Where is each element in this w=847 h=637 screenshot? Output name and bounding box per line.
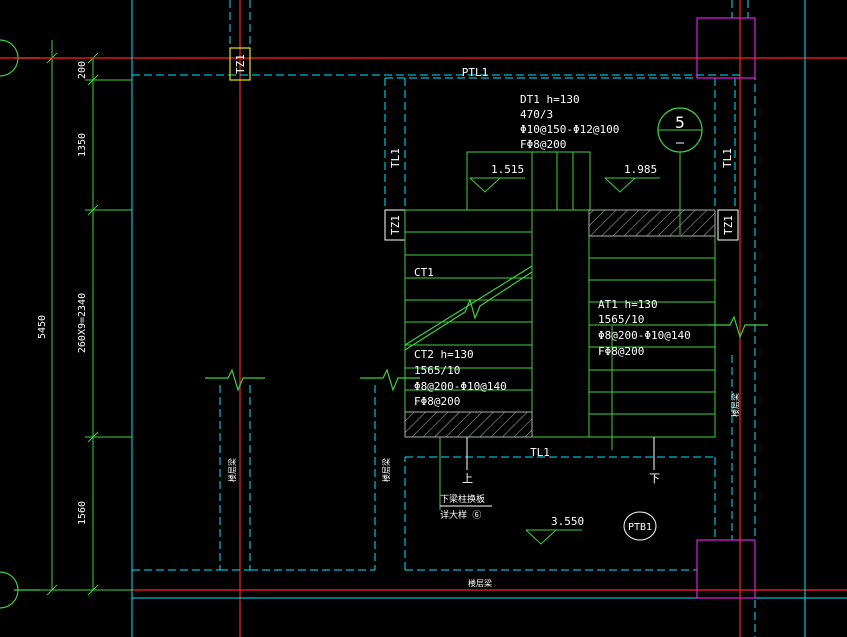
break-symbols xyxy=(205,315,768,392)
leader-lines xyxy=(439,152,681,510)
svg-text:TZ1: TZ1 xyxy=(234,54,247,74)
svg-text:1565/10: 1565/10 xyxy=(598,313,644,326)
callout-ct2: CT2 h=130 1565/10 Φ8@200-Φ10@140 FΦ8@200 xyxy=(414,348,507,408)
label-ptl1: PTL1 xyxy=(462,66,489,79)
svg-text:TZ1: TZ1 xyxy=(389,215,402,235)
svg-text:TZ1: TZ1 xyxy=(722,215,735,235)
svg-text:AT1 h=130: AT1 h=130 xyxy=(598,298,658,311)
direction-arrows xyxy=(466,437,655,470)
label-layer-beam-3: 楼层梁 xyxy=(730,393,740,417)
svg-text:470/3: 470/3 xyxy=(520,108,553,121)
svg-text:5: 5 xyxy=(675,113,685,132)
label-tl1-right: TL1 xyxy=(721,148,734,168)
label-layer-beam-2: 楼层梁 xyxy=(381,458,391,482)
svg-text:详大样 ⑥: 详大样 ⑥ xyxy=(440,509,481,521)
dimension-1560: 1560 xyxy=(77,501,88,525)
svg-text:3.550: 3.550 xyxy=(551,515,584,528)
svg-text:1.985: 1.985 xyxy=(624,163,657,176)
svg-text:CT2 h=130: CT2 h=130 xyxy=(414,348,474,361)
callout-dt1: DT1 h=130 470/3 Φ10@150-Φ12@100 FΦ8@200 xyxy=(520,93,619,151)
magenta-columns xyxy=(696,17,756,599)
svg-text:FΦ8@200: FΦ8@200 xyxy=(520,138,566,151)
label-down: 下 xyxy=(649,472,660,485)
svg-text:1565/10: 1565/10 xyxy=(414,364,460,377)
beam-outlines-dashed xyxy=(132,0,756,637)
label-up: 上 xyxy=(462,472,473,485)
label-layer-beam-4: 楼层梁 xyxy=(468,578,492,588)
stair-landing xyxy=(404,151,716,438)
hatch-bottom-left xyxy=(404,411,533,438)
svg-text:Φ8@200-Φ10@140: Φ8@200-Φ10@140 xyxy=(598,329,691,342)
svg-text:FΦ8@200: FΦ8@200 xyxy=(414,395,460,408)
dimension-200: 200 xyxy=(77,61,88,79)
stair-enclosure xyxy=(384,77,736,210)
axis-bubbles xyxy=(0,39,40,609)
column-tz1-top: TZ1 xyxy=(229,47,251,81)
callout-at1: AT1 h=130 1565/10 Φ8@200-Φ10@140 FΦ8@200 xyxy=(598,298,691,358)
label-tl1-bottom: TL1 xyxy=(530,446,550,459)
dimension-5450: 5450 xyxy=(37,315,48,339)
dimension-1350: 1350 xyxy=(77,133,88,157)
elevation-3550: 3.550 xyxy=(525,515,584,545)
column-tz1-right: TZ1 xyxy=(717,209,739,241)
section-mark: 5 xyxy=(657,107,703,153)
column-tz1-left: TZ1 xyxy=(384,209,406,241)
label-layer-beam-1: 楼层梁 xyxy=(227,458,237,482)
svg-text:Φ8@200-Φ10@140: Φ8@200-Φ10@140 xyxy=(414,380,507,393)
elevation-1985: 1.985 xyxy=(604,163,660,193)
label-tl1-left: TL1 xyxy=(389,148,402,168)
dimension-2340: 260X9=2340 xyxy=(77,293,88,353)
label-ct1: CT1 xyxy=(414,266,434,279)
svg-text:Φ10@150-Φ12@100: Φ10@150-Φ12@100 xyxy=(520,123,619,136)
svg-text:下梁柱换板: 下梁柱换板 xyxy=(440,493,485,505)
hatch-top-right xyxy=(588,209,716,237)
svg-text:DT1 h=130: DT1 h=130 xyxy=(520,93,580,106)
svg-text:PTB1: PTB1 xyxy=(628,522,652,533)
svg-text:FΦ8@200: FΦ8@200 xyxy=(598,345,644,358)
stair-treads-left xyxy=(405,231,532,413)
label-ptb1: PTB1 xyxy=(623,511,657,541)
stair-break-line xyxy=(404,265,533,351)
elevation-1515: 1.515 xyxy=(469,163,525,193)
svg-text:1.515: 1.515 xyxy=(491,163,524,176)
callout-note: 下梁柱换板 详大样 ⑥ xyxy=(440,493,492,521)
